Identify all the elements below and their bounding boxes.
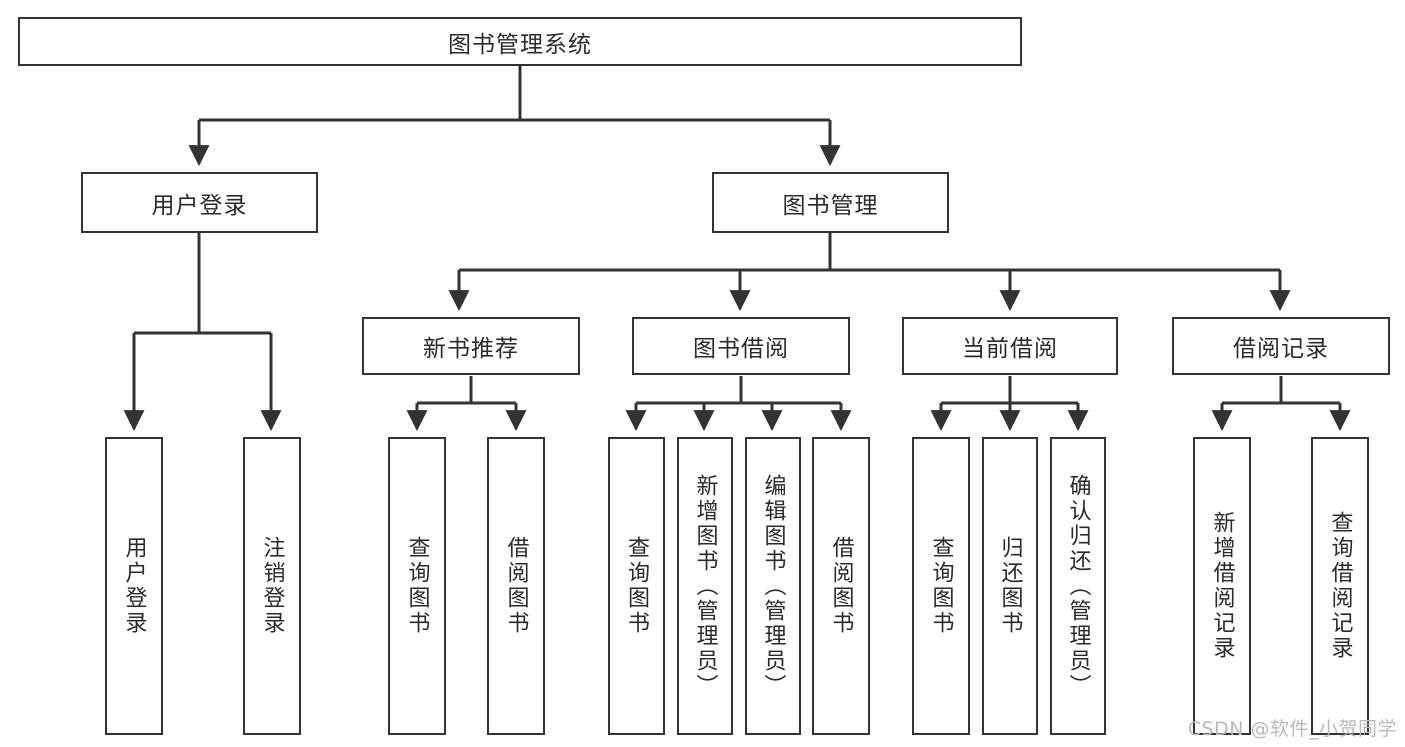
node-label: 查询图书	[928, 536, 954, 636]
node-label: 用户登录	[151, 192, 248, 219]
node-user-login[interactable]: 用户登录	[81, 172, 318, 233]
node-label: 借阅图书	[828, 536, 854, 636]
leaf-confirm-return-admin[interactable]: 确认归还（管理员）	[1050, 437, 1106, 735]
node-label: 查询图书	[624, 536, 650, 636]
node-label: 借阅图书	[503, 536, 529, 636]
leaf-add-book-admin[interactable]: 新增图书（管理员）	[677, 437, 733, 735]
leaf-logout-login[interactable]: 注销登录	[243, 437, 301, 735]
leaf-query-borrow-record[interactable]: 查询借阅记录	[1311, 437, 1369, 735]
node-label: 查询图书	[404, 536, 430, 636]
node-label: 用户登录	[121, 536, 147, 636]
node-label: 当前借阅	[962, 336, 1058, 362]
leaf-return-book[interactable]: 归还图书	[982, 437, 1038, 735]
node-label: 图书借阅	[693, 336, 789, 362]
node-borrow-record[interactable]: 借阅记录	[1172, 317, 1390, 375]
node-label: 确认归还（管理员）	[1065, 473, 1091, 699]
leaf-add-borrow-record[interactable]: 新增借阅记录	[1193, 437, 1251, 735]
node-label: 归还图书	[997, 536, 1023, 636]
leaf-query-book-newbook[interactable]: 查询图书	[388, 437, 446, 735]
node-label: 图书管理系统	[448, 31, 592, 58]
leaf-borrow-book-borrow[interactable]: 借阅图书	[812, 437, 870, 735]
leaf-user-login[interactable]: 用户登录	[105, 437, 163, 735]
leaf-borrow-book-newbook[interactable]: 借阅图书	[487, 437, 545, 735]
node-current-borrow[interactable]: 当前借阅	[902, 317, 1118, 375]
node-label: 编辑图书（管理员）	[760, 473, 786, 699]
node-label: 借阅记录	[1233, 336, 1329, 362]
node-book-management[interactable]: 图书管理	[712, 172, 949, 233]
leaf-edit-book-admin[interactable]: 编辑图书（管理员）	[745, 437, 801, 735]
node-label: 新增借阅记录	[1209, 511, 1235, 661]
leaf-query-book-current[interactable]: 查询图书	[912, 437, 970, 735]
node-label: 新增图书（管理员）	[692, 473, 718, 699]
node-label: 注销登录	[259, 536, 285, 636]
node-label: 新书推荐	[423, 336, 519, 362]
leaf-query-book-borrow[interactable]: 查询图书	[608, 437, 665, 735]
node-label: 图书管理	[782, 192, 879, 219]
node-root-book-management-system[interactable]: 图书管理系统	[18, 17, 1022, 66]
node-new-book-recommend[interactable]: 新书推荐	[362, 317, 580, 375]
node-label: 查询借阅记录	[1327, 511, 1353, 661]
node-book-borrow[interactable]: 图书借阅	[632, 317, 850, 375]
